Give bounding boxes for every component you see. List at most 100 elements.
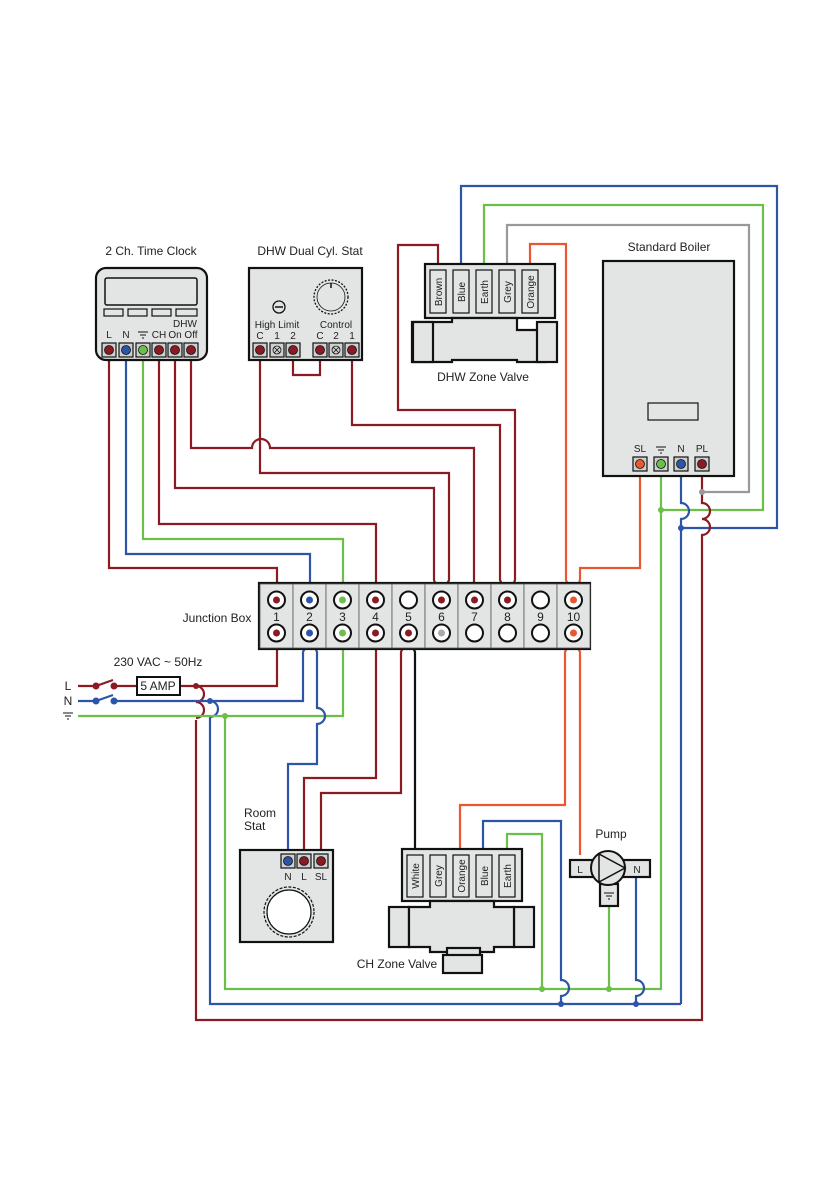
junction-dot [193,683,199,689]
wire-clock-on-to-jb6 [175,352,440,598]
wire-connection-dot [306,630,313,637]
terminal-label: SL [634,444,647,455]
terminal-screw [499,625,516,642]
junction-terminal-8: 8 [491,584,524,648]
terminal-screw [532,625,549,642]
wire-connection-dot [438,630,445,637]
junction-dot [539,986,545,992]
junction-terminal-5: 5 [392,584,425,648]
supply-N-label: N [64,694,73,708]
wire-connection-dot [570,630,577,637]
junction-box: Junction Box 1 23456 7 8 9 10 [183,583,590,649]
junction-terminal-label: 9 [537,610,544,624]
junction-terminal-label: 10 [567,610,581,624]
junction-terminal-label: 7 [471,610,478,624]
junction-terminal-4: 4 [359,584,392,648]
junction-terminal-label: 1 [273,610,280,624]
wire-jb2-to-roomstat-N [288,638,325,858]
wire-jb4-to-roomstat-L [304,640,376,858]
terminal-label: N [284,872,291,883]
terminal-label: C [316,331,323,342]
boiler-title: Standard Boiler [628,240,711,254]
wire-connection-dot [339,630,346,637]
wire-label-grey: Grey [503,281,514,303]
wire-clock-E-to-jb3 [143,352,343,598]
wire-connection-dot [438,597,445,604]
terminal-label: N [122,330,129,341]
wire-label-white: White [411,863,422,889]
supply-title: 230 VAC ~ 50Hz [114,655,203,669]
wire-jb5-to-roomstat-SL [321,638,407,858]
junction-dot [699,489,705,495]
wire-boiler-SL-to-jb10 [574,466,640,598]
junction-terminal-10: 10 [557,584,590,648]
cyl-stat-title: DHW Dual Cyl. Stat [257,244,363,258]
clock-display [105,278,197,305]
room-stat-title-1: Room [244,806,276,820]
terminal-label: Off [184,330,197,341]
clock-button[interactable] [104,309,123,316]
clock-button[interactable] [176,309,197,316]
terminal-label: C [256,331,263,342]
junction-terminal-2: 2 [293,584,326,648]
junction-terminal-label: 4 [372,610,379,624]
wire-label-earth: Earth [480,280,491,304]
junction-dot [222,713,228,719]
wire-boiler-N [681,466,689,1004]
ch-zone-valve: White Grey Orange Blue Earth CH Zone Val… [357,849,534,973]
terminal-screw [532,592,549,609]
junction-terminal-label: 8 [504,610,511,624]
terminal-label: CH [152,330,166,341]
wire-label-grey: Grey [434,865,445,887]
time-clock-title: 2 Ch. Time Clock [105,244,197,258]
terminal-label: 2 [333,331,339,342]
wire-connection-dot [372,597,379,604]
wire-connection-dot [471,597,478,604]
room-stat-terminals [281,854,328,868]
control-label: Control [320,320,352,331]
room-stat-title-2: Stat [244,819,266,833]
wire-cylstat-hlC-to-jb6 [260,352,449,598]
pump-N-label: N [633,865,640,876]
junction-terminal-7: 7 [458,584,491,648]
wire-label-orange: Orange [457,859,468,893]
terminal-label: SL [315,872,328,883]
wire-clock-N-to-jb2 [126,352,310,598]
wire-clock-off-to-jb7 [191,352,474,598]
terminal-label: 1 [349,331,355,342]
isolator-switch-icon[interactable] [93,680,118,705]
fuse-label: 5 AMP [140,679,175,693]
wire-pump-N [636,870,644,1004]
clock-terminals [102,343,198,357]
junction-terminal-3: 3 [326,584,359,648]
wire-ch-orange [460,638,572,858]
junction-box-title: Junction Box [183,611,252,625]
terminal-label: 1 [274,331,280,342]
junction-dot [658,507,664,513]
terminal-label: N [677,444,684,455]
terminal-label: 2 [290,331,296,342]
standard-boiler: Standard Boiler SL N PL [603,240,734,476]
junction-terminal-1: 1 [260,584,293,648]
junction-terminal-6: 6 [425,584,458,648]
pump-L-label: L [577,865,583,876]
wire-connection-dot [306,597,313,604]
wire-connection-dot [504,597,511,604]
wire-label-earth: Earth [503,864,514,888]
wire-connection-dot [273,597,280,604]
wire-connection-dot [570,597,577,604]
ch-valve-wire-labels: White Grey Orange Blue Earth [407,855,515,897]
junction-dot [633,1001,639,1007]
junction-terminal-label: 6 [438,610,445,624]
cylinder-stat: DHW Dual Cyl. Stat High Limit Control C … [249,244,363,360]
ch-valve-title: CH Zone Valve [357,957,438,971]
clock-button[interactable] [128,309,147,316]
clock-button[interactable] [152,309,171,316]
room-stat: Room Stat N L SL [240,806,333,942]
wire-clock-L-to-jb1 [109,352,277,598]
terminal-label: On [168,330,181,341]
junction-dot [558,1001,564,1007]
junction-terminal-label: 2 [306,610,313,624]
terminal-label: L [301,872,307,883]
